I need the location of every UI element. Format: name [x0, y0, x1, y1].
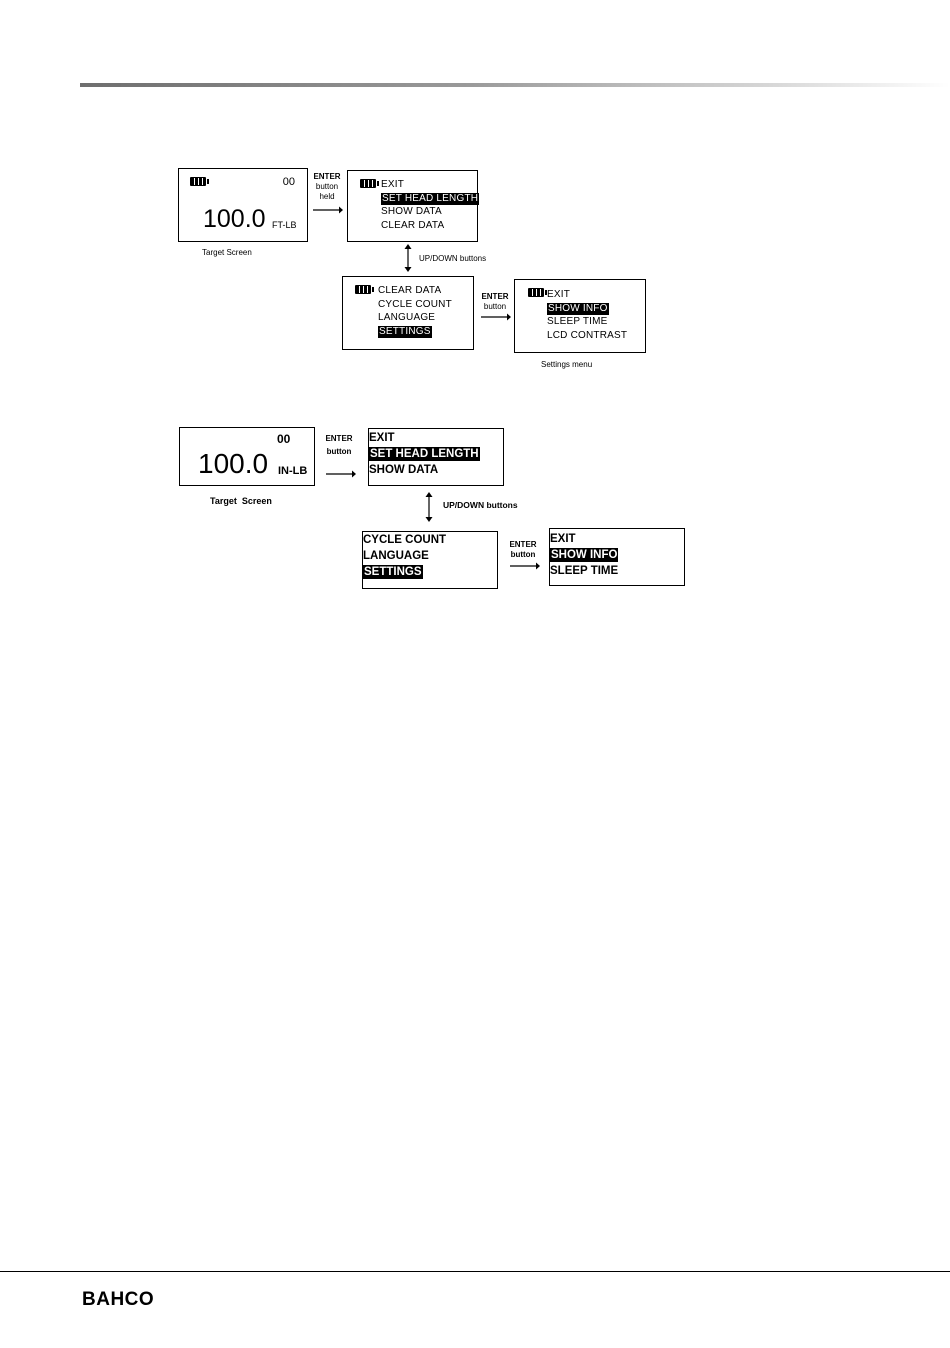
- target-screen-inlb: 00 100.0 IN-LB: [179, 427, 315, 486]
- menu-item-show-data[interactable]: SHOW DATA: [381, 206, 442, 217]
- torque-unit: IN-LB: [278, 465, 308, 477]
- menu-item-exit[interactable]: EXIT: [547, 289, 571, 300]
- menu-list: CLEAR DATA CYCLE COUNT LANGUAGE SETTINGS: [378, 284, 452, 338]
- menu-item-sleep-time[interactable]: SLEEP TIME: [550, 565, 619, 577]
- target-screen-caption: Target Screen: [202, 248, 252, 257]
- menu-list: EXIT SET HEAD LENGTH SHOW DATA: [369, 430, 480, 478]
- updown-arrow-icon: [425, 492, 433, 522]
- header-rule: [80, 83, 950, 87]
- menu-list: EXIT SET HEAD LENGTH SHOW DATA CLEAR DAT…: [381, 178, 480, 232]
- arrow-right-icon: [510, 562, 540, 570]
- battery-icon: [190, 177, 209, 186]
- battery-icon: [360, 179, 379, 188]
- torque-value: 100.0: [198, 448, 269, 479]
- menu-item-language[interactable]: LANGUAGE: [363, 550, 429, 562]
- cycle-count-readout: 00: [277, 432, 291, 446]
- settings-menu-screen: EXIT SHOW INFO SLEEP TIME LCD CONTRAST: [514, 279, 646, 353]
- menu-item-exit[interactable]: EXIT: [369, 432, 395, 444]
- arrow-right-icon: [326, 470, 356, 478]
- torque-unit: FT-LB: [272, 220, 297, 230]
- menu-item-settings[interactable]: SETTINGS: [378, 325, 432, 338]
- brand-logo: BAHCO: [82, 1289, 155, 1310]
- enter-button-label: ENTER button: [509, 540, 537, 559]
- battery-icon: [355, 285, 374, 294]
- menu-item-clear-data[interactable]: CLEAR DATA: [378, 285, 442, 296]
- arrow-right-icon: [313, 206, 343, 214]
- menu-item-cycle-count[interactable]: CYCLE COUNT: [378, 298, 452, 310]
- menu-item-language[interactable]: LANGUAGE: [378, 312, 436, 323]
- footer-rule: [0, 1271, 950, 1272]
- menu-screen-b: CLEAR DATA CYCLE COUNT LANGUAGE SETTINGS: [342, 276, 474, 350]
- menu-item-sleep-time[interactable]: SLEEP TIME: [547, 316, 608, 327]
- menu-list: CYCLE COUNT LANGUAGE SETTINGS: [363, 532, 446, 580]
- menu-item-show-info[interactable]: SHOW INFO: [547, 302, 609, 315]
- menu-screen-a: EXIT SET HEAD LENGTH SHOW DATA CLEAR DAT…: [347, 170, 480, 242]
- enter-button-label: ENTER button: [325, 434, 353, 456]
- enter-button-label: ENTER button: [481, 292, 509, 311]
- menu-screen-b: CYCLE COUNT LANGUAGE SETTINGS: [362, 531, 498, 589]
- menu-item-exit[interactable]: EXIT: [381, 179, 405, 190]
- target-screen-caption: Target Screen: [210, 496, 272, 506]
- arrow-right-icon: [481, 313, 511, 321]
- menu-item-set-head-length[interactable]: SET HEAD LENGTH: [381, 192, 480, 205]
- menu-item-show-info[interactable]: SHOW INFO: [550, 548, 619, 562]
- menu-item-cycle-count[interactable]: CYCLE COUNT: [363, 534, 447, 546]
- torque-value: 100.0: [203, 205, 266, 233]
- settings-menu-caption: Settings menu: [541, 360, 593, 369]
- updown-label: UP/DOWN buttons: [443, 500, 518, 510]
- menu-item-lcd-contrast[interactable]: LCD CONTRAST: [547, 329, 628, 341]
- menu-list: EXIT SHOW INFO SLEEP TIME LCD CONTRAST: [547, 288, 627, 342]
- menu-item-settings[interactable]: SETTINGS: [363, 565, 423, 579]
- menu-item-set-head-length[interactable]: SET HEAD LENGTH: [369, 447, 480, 461]
- settings-menu-screen: EXIT SHOW INFO SLEEP TIME: [549, 528, 685, 586]
- target-screen-ftlb: 00 100.0 FT-LB: [178, 168, 308, 242]
- menu-item-exit[interactable]: EXIT: [550, 533, 576, 545]
- menu-screen-a: EXIT SET HEAD LENGTH SHOW DATA: [368, 428, 504, 486]
- battery-icon: [528, 288, 547, 297]
- updown-arrow-icon: [404, 244, 412, 272]
- cycle-count-readout: 00: [282, 176, 295, 188]
- updown-label: UP/DOWN buttons: [419, 254, 487, 263]
- menu-item-show-data[interactable]: SHOW DATA: [369, 464, 439, 476]
- menu-list: EXIT SHOW INFO SLEEP TIME: [550, 531, 619, 579]
- enter-held-label: ENTER button held: [313, 172, 341, 201]
- menu-item-clear-data[interactable]: CLEAR DATA: [381, 219, 445, 231]
